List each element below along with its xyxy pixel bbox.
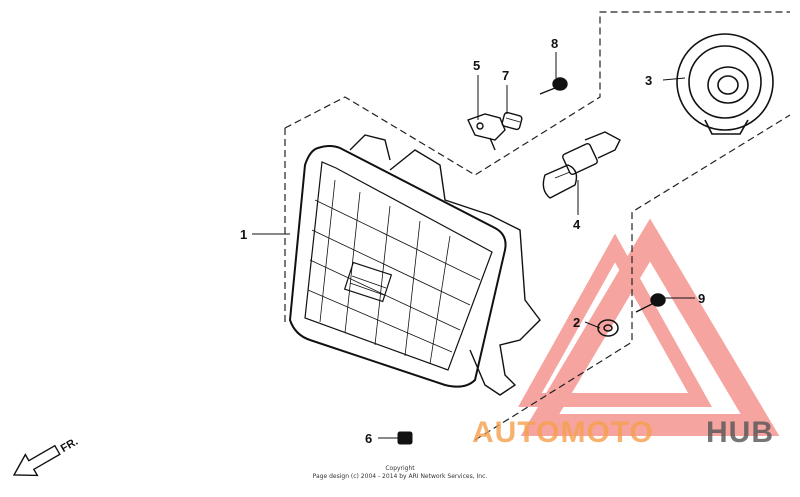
watermark-logo-icon <box>518 218 780 436</box>
rubber-cap-part <box>501 111 523 131</box>
watermark-part2: HUB <box>706 416 774 449</box>
screw-part-9 <box>635 293 666 313</box>
front-arrow-label: FR. <box>59 436 80 455</box>
callout-6: 6 <box>365 431 372 446</box>
callout-5: 5 <box>473 58 480 73</box>
callout-8: 8 <box>551 36 558 51</box>
copyright-line-1: Copyright <box>385 465 415 472</box>
callout-1: 1 <box>240 227 247 242</box>
headlight-assembly <box>288 134 541 396</box>
assembly-boundary <box>284 11 791 441</box>
callout-9: 9 <box>698 291 705 306</box>
copyright-line-2: Page design (c) 2004 - 2014 by ARI Netwo… <box>313 473 488 480</box>
watermark-part1: AUTOMOTO <box>472 416 654 449</box>
grommet-part <box>597 319 619 337</box>
callout-4: 4 <box>573 217 581 232</box>
connector-part <box>397 431 413 445</box>
leader-lines <box>252 52 695 439</box>
callout-2: 2 <box>573 315 580 330</box>
clip-bracket-part <box>467 113 506 151</box>
screw-part-8 <box>539 77 568 95</box>
callout-7: 7 <box>502 68 509 83</box>
socket-cover-part <box>676 33 774 135</box>
callout-3: 3 <box>645 73 652 88</box>
front-arrow-icon: FR. <box>12 436 80 477</box>
watermark-text: AUTOMOTO HUB <box>472 416 774 449</box>
bulb-part <box>542 131 621 199</box>
